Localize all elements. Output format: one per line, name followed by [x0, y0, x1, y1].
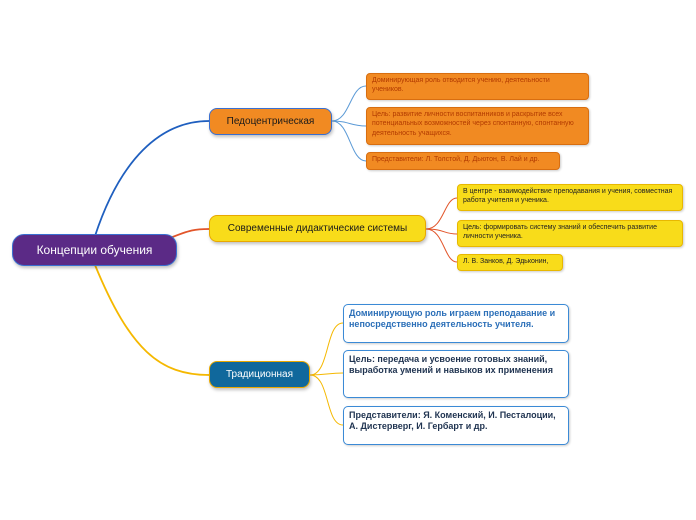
branch-traditional-label: Традиционная	[226, 369, 293, 380]
branch-traditional[interactable]: Традиционная	[209, 361, 310, 388]
leaf-trad-role[interactable]: Доминирующую роль играем преподавание и …	[343, 304, 569, 343]
connector-trad-leaf-1	[309, 322, 344, 376]
branch-pedocentric-label: Педоцентрическая	[226, 116, 315, 127]
leaf-ped-representatives[interactable]: Представители: Л. Толстой, Д. Дьютон, В.…	[366, 152, 560, 170]
leaf-mod-representatives[interactable]: Л. В. Занков, Д. Эдьконин,	[457, 254, 563, 271]
root-topic-label: Концепции обучения	[36, 243, 153, 257]
connector-root-traditional	[94, 264, 210, 376]
leaf-ped-role[interactable]: Доминирующая роль отводится учению, деят…	[366, 73, 589, 100]
leaf-mod-center[interactable]: В центре - взаимодействие преподавания и…	[457, 184, 683, 211]
connector-trad-leaf-3	[309, 374, 344, 426]
leaf-trad-representatives[interactable]: Представители: Я. Коменский, И. Песталоц…	[343, 406, 569, 445]
connector-root-modern	[169, 228, 210, 239]
branch-modern-label: Современные дидактические системы	[227, 223, 408, 234]
connector-ped-leaf-1	[331, 85, 367, 122]
connector-mod-leaf-3	[425, 228, 458, 263]
branch-pedocentric[interactable]: Педоцентрическая	[209, 108, 332, 135]
leaf-trad-goal[interactable]: Цель: передача и усвоение готовых знаний…	[343, 350, 569, 398]
connector-ped-leaf-2	[331, 120, 367, 127]
root-topic[interactable]: Концепции обучения	[12, 234, 177, 266]
leaf-ped-goal[interactable]: Цель: развитие личности воспитанников и …	[366, 107, 589, 145]
connector-ped-leaf-3	[331, 120, 367, 162]
connector-mod-leaf-1	[425, 197, 458, 230]
connector-trad-leaf-2	[309, 372, 344, 376]
connector-root-pedocentric	[94, 120, 210, 237]
branch-modern-didactic[interactable]: Современные дидактические системы	[209, 215, 426, 242]
leaf-mod-goal[interactable]: Цель: формировать систему знаний и обесп…	[457, 220, 683, 247]
